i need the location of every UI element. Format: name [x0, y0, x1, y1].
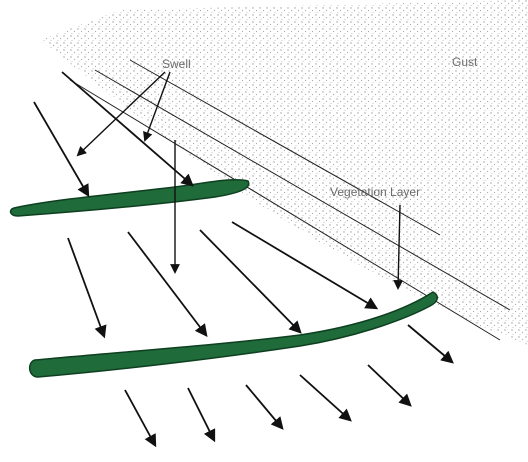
vegetation-band-upper	[11, 180, 249, 216]
wind-arrow	[408, 325, 452, 362]
wind-arrow	[128, 232, 206, 335]
wind-arrow	[125, 390, 155, 445]
label-gust: Gust	[452, 55, 478, 69]
vegetation-band-lower	[30, 292, 438, 377]
label-vegetation-layer: Vegetation Layer	[330, 185, 420, 199]
wind-arrow	[200, 230, 300, 332]
wind-arrow	[368, 365, 410, 405]
wind-arrow	[188, 388, 214, 440]
stippled-region	[40, 0, 528, 345]
wind-arrow	[34, 102, 88, 195]
wind-arrows-lower	[125, 365, 410, 445]
wind-arrow	[68, 238, 104, 336]
label-swell: Swell	[162, 57, 191, 71]
wind-arrow	[246, 385, 282, 428]
wind-arrow	[300, 375, 350, 420]
